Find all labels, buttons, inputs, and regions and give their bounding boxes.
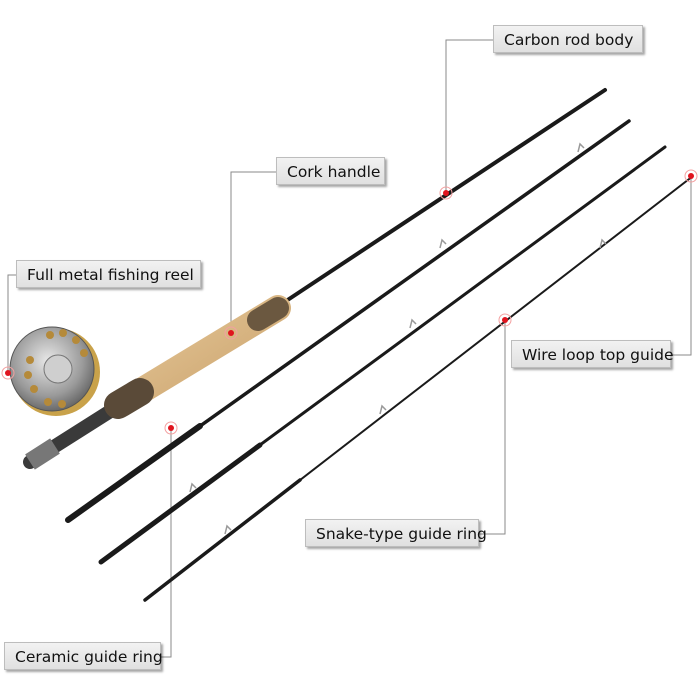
label-carbon-rod-body: Carbon rod body [493, 25, 643, 53]
marker-carbon-rod-body [439, 186, 453, 200]
rod-section-2 [65, 119, 631, 523]
rod-section-4 [143, 175, 694, 602]
rod-section-3 [98, 145, 667, 565]
fishing-reel [9, 326, 100, 416]
marker-snake-guide [498, 313, 512, 327]
label-wire-loop-top-guide: Wire loop top guide [511, 340, 674, 368]
marker-dots [1, 169, 698, 435]
marker-reel [1, 366, 15, 380]
label-snake-type-guide-ring: Snake-type guide ring [305, 519, 487, 547]
label-ceramic-guide-ring: Ceramic guide ring [4, 642, 163, 670]
leader-lines [7, 39, 692, 658]
marker-cork-handle [224, 326, 238, 340]
guide-rings [189, 142, 607, 535]
marker-top-guide [684, 169, 698, 183]
label-cork-handle: Cork handle [276, 157, 385, 185]
marker-ceramic-guide [164, 421, 178, 435]
label-full-metal-fishing-reel: Full metal fishing reel [16, 260, 201, 288]
cork-handle [104, 295, 291, 419]
